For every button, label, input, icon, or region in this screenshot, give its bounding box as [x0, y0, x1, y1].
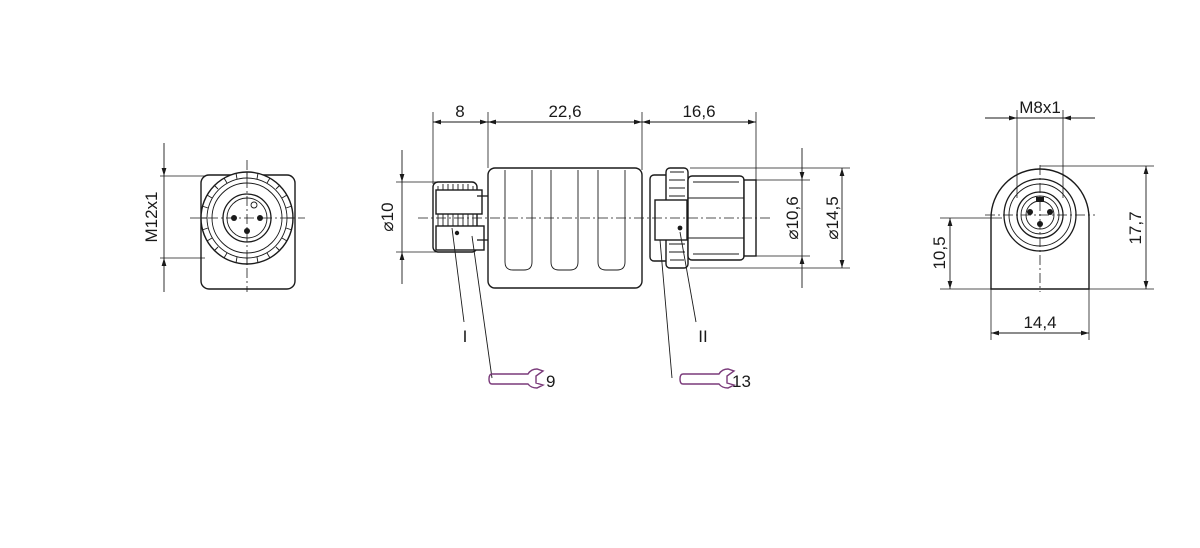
right-thread-label: M8x1: [1019, 98, 1061, 117]
end-one-label: I: [463, 327, 468, 346]
wrench-icon: [488, 368, 545, 389]
wrench-size-left: 9: [546, 372, 555, 391]
right-height-small-label: 10,5: [930, 236, 949, 269]
diameter-small-label: ⌀10: [378, 202, 397, 231]
diameter-mid-label: ⌀10,6: [783, 196, 802, 239]
left-thread-label: M12x1: [142, 191, 161, 242]
right-width-label: 14,4: [1023, 313, 1056, 332]
wrench-size-right: 13: [732, 372, 751, 391]
length-a-label: 8: [455, 102, 464, 121]
left-end-view: M12x1: [142, 143, 305, 292]
end-two-label: II: [698, 327, 707, 346]
right-end-view: M8x1 10,5 17,7 14,4: [930, 98, 1154, 340]
length-c-label: 16,6: [682, 102, 715, 121]
side-view: 8 22,6 16,6 ⌀10 ⌀10,6 ⌀14,5 I II 9: [378, 102, 850, 391]
wrench-icon: [679, 368, 736, 389]
length-b-label: 22,6: [548, 102, 581, 121]
diameter-large-label: ⌀14,5: [823, 196, 842, 239]
right-height-total-label: 17,7: [1126, 211, 1145, 244]
